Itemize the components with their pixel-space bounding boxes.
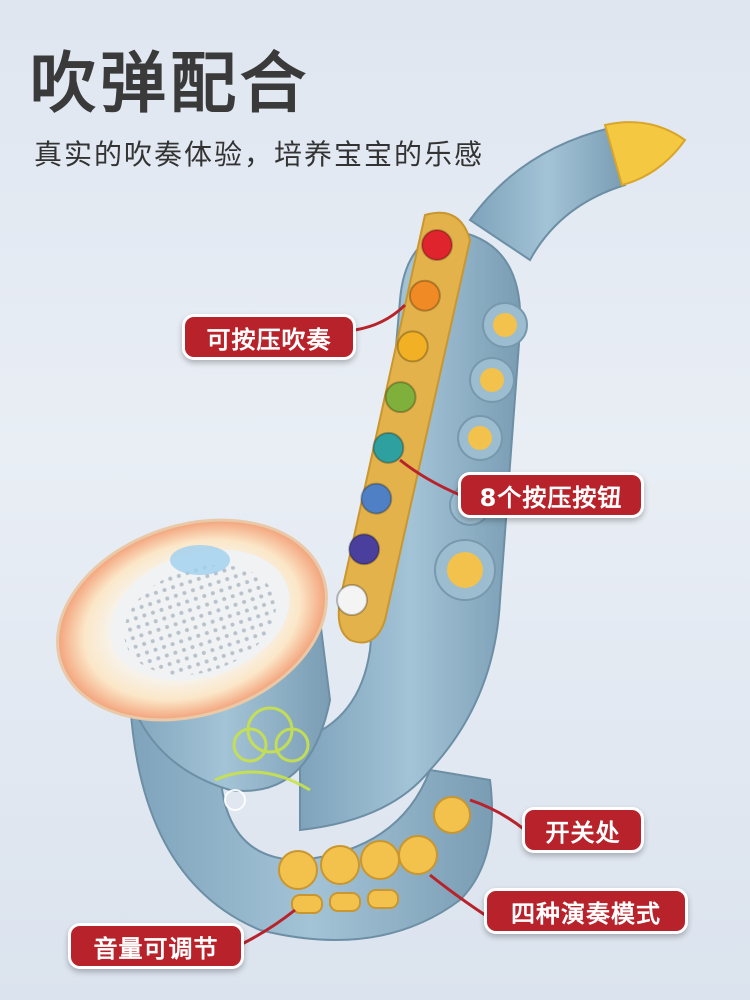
sax-key-plate xyxy=(337,211,472,644)
amber-key xyxy=(396,330,429,363)
sax-speaker-grille xyxy=(124,564,276,676)
sax-neck xyxy=(468,126,627,262)
teal-key xyxy=(372,431,405,464)
red-key xyxy=(421,229,453,261)
callout-press-blow: 可按压吹奏 xyxy=(182,314,356,360)
page-title: 吹弹配合 xyxy=(30,45,310,122)
callout-four-modes: 四种演奏模式 xyxy=(484,888,688,934)
bell-glow-blue xyxy=(170,545,230,575)
sax-mouthpiece xyxy=(603,121,687,187)
green-key xyxy=(384,381,417,414)
flower-decoration xyxy=(214,706,311,811)
volume-buttons xyxy=(291,889,399,914)
callout-volume: 音量可调节 xyxy=(68,923,244,969)
callout-eight-buttons: 8个按压按钮 xyxy=(458,472,644,518)
power-switch xyxy=(433,796,471,834)
page-subtitle: 真实的吹奏体验，培养宝宝的乐感 xyxy=(34,138,485,171)
pointer-lines xyxy=(239,303,526,947)
callout-power-switch: 开关处 xyxy=(522,807,644,853)
mode-buttons xyxy=(278,835,438,890)
colored-keys xyxy=(336,229,453,616)
white-key xyxy=(336,584,368,616)
orange-key xyxy=(408,279,441,312)
blue-key xyxy=(360,482,393,515)
purple-key xyxy=(348,533,381,566)
